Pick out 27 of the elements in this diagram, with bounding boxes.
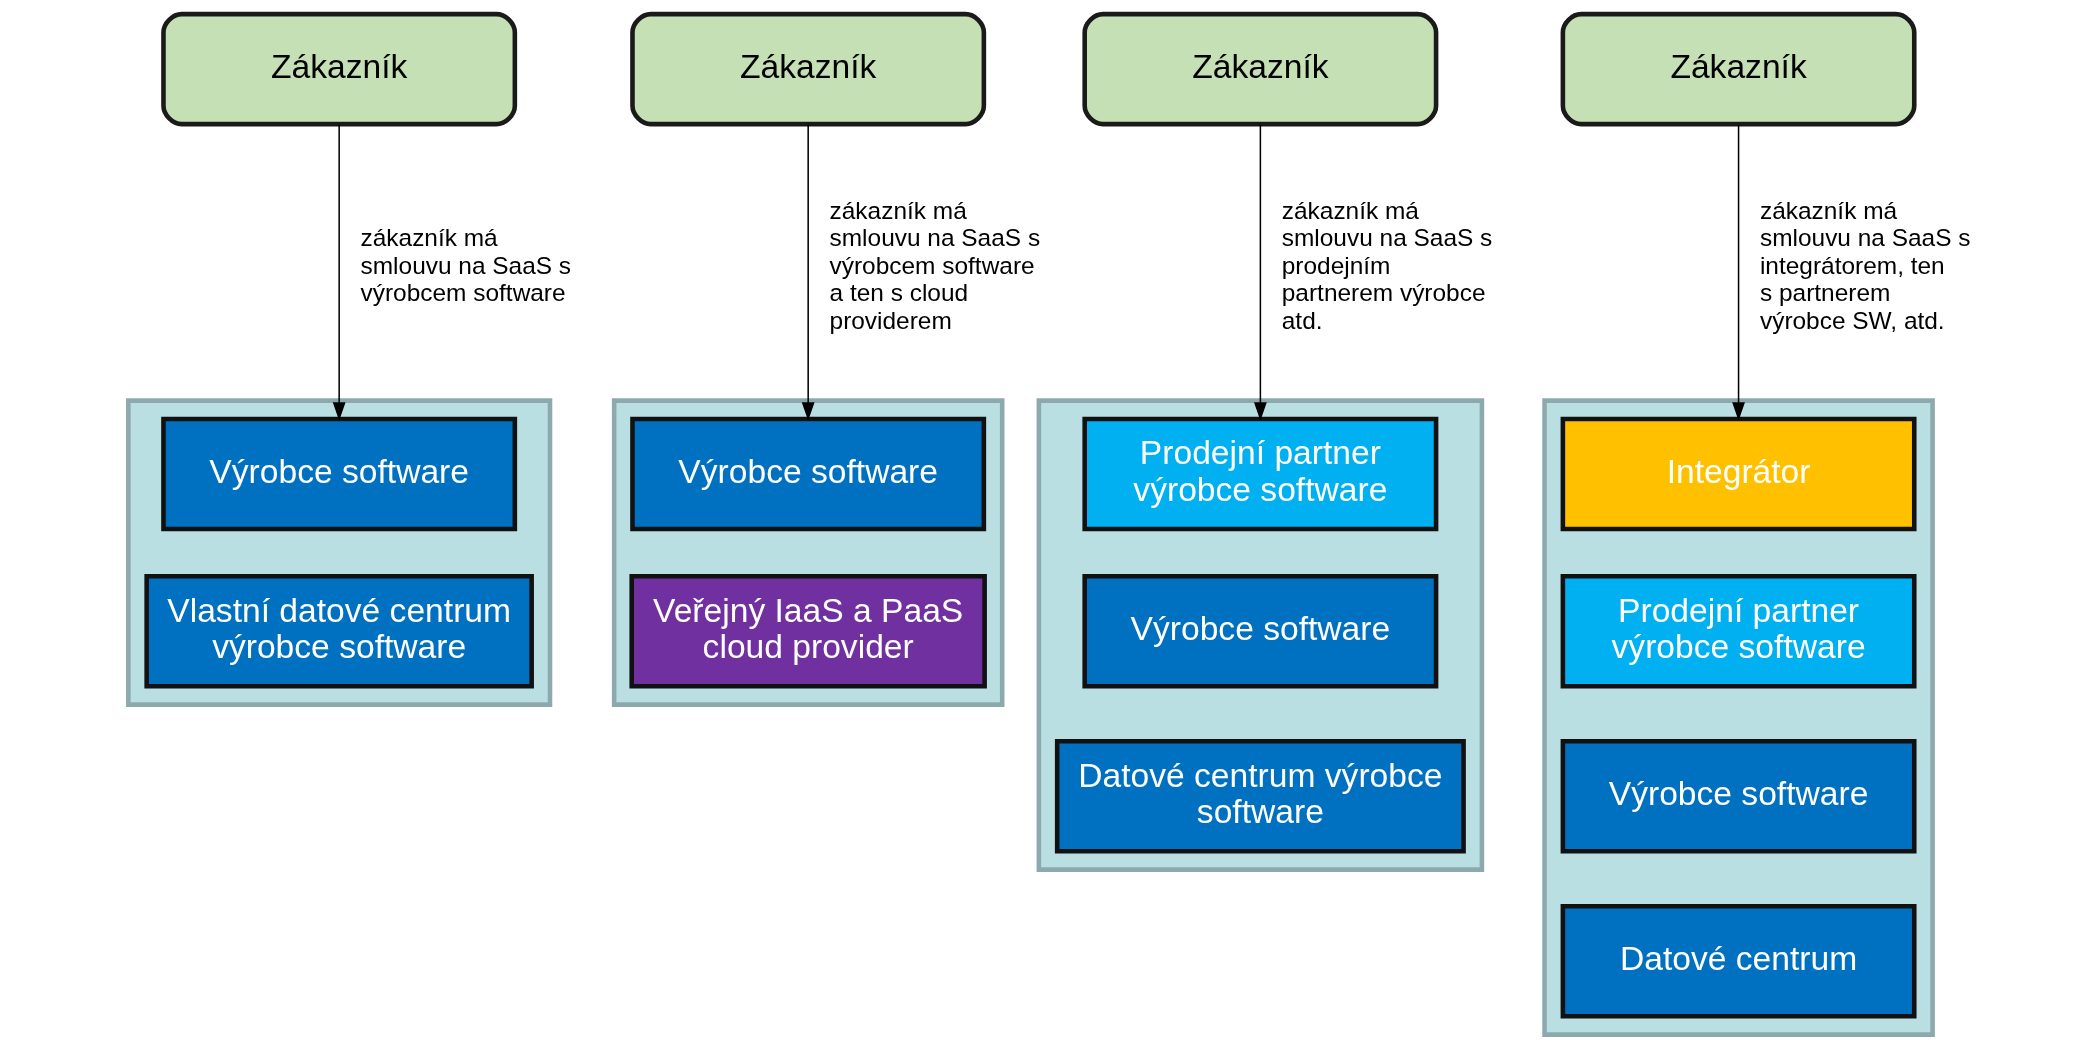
node-box: Integrátor (1560, 416, 1917, 532)
arrow (332, 123, 346, 421)
edge-label: zákazník má smlouvu na SaaS s výrobcem software a ten s cloud providerem (829, 196, 1040, 334)
edge-label: zákazník má smlouvu na SaaS s výrobcem software (360, 224, 571, 307)
arrow (801, 123, 815, 421)
arrow (1253, 123, 1267, 421)
arrow (1731, 123, 1745, 421)
node-box: Prodejní partner výrobce software (1081, 416, 1438, 532)
node-box: Výrobce software (629, 416, 986, 532)
node-box: Zákazník (160, 11, 517, 127)
node-box: Výrobce software (1560, 739, 1917, 854)
node-box: Zákazník (1560, 11, 1917, 127)
node-box: Zákazník (629, 11, 986, 127)
cluster (1036, 398, 1484, 872)
cluster (125, 398, 552, 707)
node-box: Zákazník (1081, 11, 1438, 127)
node-box: Vlastní datové centrum výrobce software (143, 574, 534, 689)
node-box: Výrobce software (160, 416, 517, 532)
node-box: Datové centrum výrobce software (1054, 739, 1466, 854)
node-box: Veřejný IaaS a PaaS cloud provider (628, 574, 987, 689)
cluster (1541, 398, 1935, 1037)
node-box: Prodejní partner výrobce software (1560, 574, 1917, 689)
node-box: Datové centrum (1560, 904, 1917, 1019)
edge-label: zákazník má smlouvu na SaaS s prodejním partnerem výrobce atd. (1281, 196, 1492, 334)
cluster (611, 398, 1004, 707)
edge-label: zákazník má smlouvu na SaaS s integrátorem, ten s partnerem výrobce SW, atd. (1759, 196, 1970, 334)
node-box: Výrobce software (1081, 574, 1438, 689)
